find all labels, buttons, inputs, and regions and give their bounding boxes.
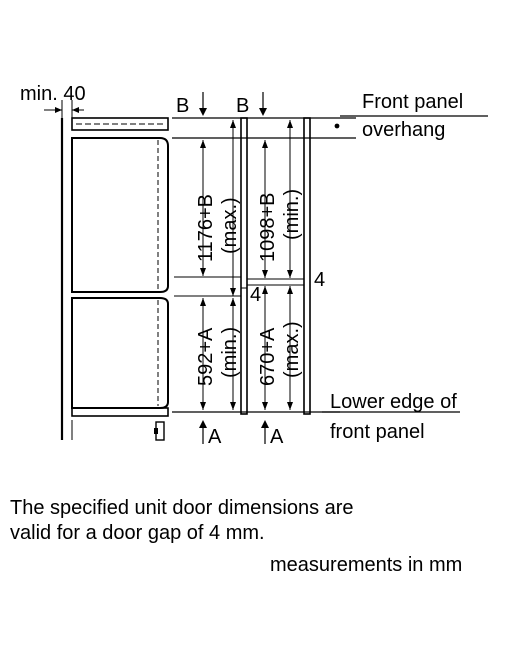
min-gap-arrowhead	[72, 107, 79, 113]
units-note: measurements in mm	[270, 554, 463, 576]
upper-door-body	[71, 137, 169, 293]
gap-label-left: 4	[250, 284, 261, 306]
dim-arrowhead	[262, 286, 268, 294]
dim-arrowhead	[200, 140, 206, 148]
dim-upper-left-label: 1176+B	[195, 194, 217, 262]
b-arrowhead-left	[199, 108, 207, 116]
b-arrowhead-right	[259, 108, 267, 116]
min-gap-label: min. 40	[20, 83, 86, 105]
a-markers: A A	[199, 420, 284, 448]
reference-lines	[172, 115, 488, 413]
dim-upper-left-sub-label: (max.)	[219, 197, 241, 254]
dim-arrowhead	[230, 402, 236, 410]
dim-arrowhead	[287, 270, 293, 278]
dim-lower-left-label: 592+A	[195, 327, 217, 386]
dim-arrowhead	[200, 268, 206, 276]
caption-line-1: The specified unit door dimensions are	[10, 497, 354, 519]
lower-edge-label-line1: Lower edge of	[330, 391, 457, 413]
dim-arrowhead	[230, 298, 236, 306]
dim-lower-right-label: 670+A	[257, 327, 279, 386]
door-panel-right-outline	[303, 117, 311, 415]
dim-upper-right-sub-label: (min.)	[281, 189, 303, 240]
a-label-left: A	[208, 426, 222, 448]
dim-arrowhead	[287, 286, 293, 294]
lower-edge-label-line2: front panel	[330, 421, 425, 443]
dimension-labels: 1176+B (max.) 1098+B (min.) 592+A (min.)…	[195, 189, 303, 386]
appliance-side-view	[60, 117, 169, 441]
a-label-right: A	[270, 426, 284, 448]
dim-arrowhead	[262, 402, 268, 410]
door-panel-left-outline	[240, 117, 248, 415]
dim-arrowhead	[262, 270, 268, 278]
front-panel-label-line1: Front panel	[362, 91, 463, 113]
dim-arrowhead	[230, 120, 236, 128]
fridge-installation-drawing: min. 40 B B	[20, 83, 488, 448]
appliance-top-plate	[71, 117, 169, 131]
min-gap-dimension: min. 40	[20, 83, 86, 118]
dim-arrowhead	[200, 402, 206, 410]
gap-label-right: 4	[314, 269, 325, 291]
dim-lower-left-sub-label: (min.)	[219, 327, 241, 378]
plinth-screw	[154, 428, 158, 434]
door-gap-caption: The specified unit door dimensions are v…	[10, 496, 490, 546]
door-panel-left	[174, 117, 248, 415]
dim-upper-right-label: 1098+B	[257, 192, 279, 262]
b-markers: B B	[176, 92, 267, 117]
min-gap-arrowhead	[55, 107, 62, 113]
lower-door-body	[71, 297, 169, 409]
b-label-left: B	[176, 95, 189, 117]
caption-line-2: valid for a door gap of 4 mm.	[10, 522, 265, 544]
dim-arrowhead	[287, 402, 293, 410]
dim-arrowhead	[287, 120, 293, 128]
dimension-lines	[200, 120, 293, 410]
a-arrowhead-left	[199, 420, 207, 428]
dim-arrowhead	[230, 288, 236, 296]
b-label-right: B	[236, 95, 249, 117]
a-arrowhead-right	[261, 420, 269, 428]
front-panel-label-line2: overhang	[362, 119, 445, 141]
appliance-base-plate	[71, 407, 169, 417]
dim-arrowhead	[200, 298, 206, 306]
dim-arrowhead	[262, 140, 268, 148]
front-panel-leader-dot	[334, 123, 340, 129]
door-panel-right	[247, 117, 311, 415]
dim-lower-right-sub-label: (max.)	[281, 321, 303, 378]
